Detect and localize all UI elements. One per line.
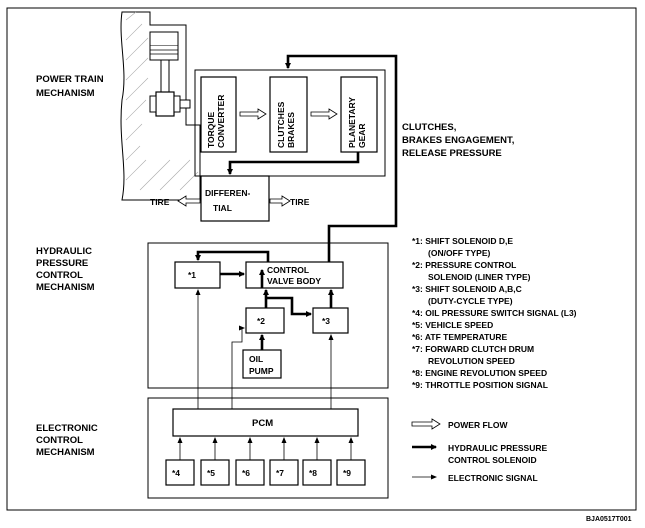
svg-text:OIL PUMP: OIL PUMP bbox=[249, 354, 274, 376]
svg-text:*9: *9 bbox=[343, 468, 351, 478]
engine-illustration bbox=[120, 11, 201, 201]
clutches-brakes-box: CLUTCHES BRAKES bbox=[269, 76, 308, 153]
input-box-9: *9 bbox=[336, 459, 366, 486]
section-label-electronic: ELECTRONIC CONTROL MECHANISM bbox=[36, 423, 100, 458]
svg-text:*6: ATF TEMPERATURE: *6: ATF TEMPERATURE bbox=[412, 332, 508, 342]
svg-text:*5: *5 bbox=[207, 468, 215, 478]
svg-text:DIFFEREN- TIAL: DIFFEREN- TIAL bbox=[205, 188, 253, 213]
control-valve-body-box: CONTROL VALVE BODY bbox=[245, 261, 344, 289]
svg-text:*6: *6 bbox=[242, 468, 250, 478]
input-box-6: *6 bbox=[235, 459, 265, 486]
input-box-5: *5 bbox=[200, 459, 230, 486]
hydraulic-line-cvb-to-clutches bbox=[285, 54, 398, 262]
svg-text:*1: SHIFT SOLENOID D,E(ON/OFF: *1: SHIFT SOLENOID D,E(ON/OFF TYPE) bbox=[412, 236, 513, 258]
power-train-housing bbox=[194, 69, 386, 177]
svg-text:PCM: PCM bbox=[252, 418, 273, 429]
svg-text:*4: OIL PRESSURE SWITCH SIGNAL: *4: OIL PRESSURE SWITCH SIGNAL (L3) bbox=[412, 308, 577, 318]
svg-text:PLANETARY GEAR: PLANETARY GEAR bbox=[347, 95, 367, 148]
svg-text:*2: *2 bbox=[257, 316, 265, 326]
svg-text:*4: *4 bbox=[172, 468, 180, 478]
power-flow-arrow-tc-cb bbox=[239, 108, 267, 120]
svg-text:*8: *8 bbox=[309, 468, 317, 478]
svg-text:CONTROL VALVE BODY: CONTROL VALVE BODY bbox=[267, 265, 321, 286]
electronic-signals bbox=[177, 289, 354, 460]
figure-code: BJA0517T001 bbox=[586, 516, 632, 523]
input-box-4: *4 bbox=[165, 459, 195, 486]
svg-text:CLUTCHES BRAKES: CLUTCHES BRAKES bbox=[276, 99, 296, 148]
hydraulic-line-cvb-to-solenoid-1 bbox=[195, 250, 270, 262]
input-box-7: *7 bbox=[269, 459, 299, 486]
planetary-gear-box: PLANETARY GEAR bbox=[340, 76, 378, 153]
svg-text:*3: SHIFT SOLENOID A,B,C(DUTY-: *3: SHIFT SOLENOID A,B,C(DUTY-CYCLE TYPE… bbox=[412, 284, 522, 306]
oil-pump-box: OIL PUMP bbox=[242, 349, 282, 379]
notes-list: *1: SHIFT SOLENOID D,E(ON/OFF TYPE) *2: … bbox=[412, 236, 577, 390]
svg-text:*5: VEHICLE SPEED: *5: VEHICLE SPEED bbox=[412, 320, 493, 330]
svg-text:POWER FLOW: POWER FLOW bbox=[448, 420, 508, 430]
electronic-frame bbox=[147, 397, 389, 499]
tire-right-label: TIRE bbox=[290, 197, 310, 207]
hydraulic-line-pg-to-differential bbox=[227, 152, 360, 175]
section-label-power-train: POWER TRAIN MECHANISM bbox=[36, 74, 106, 99]
svg-text:*7: *7 bbox=[276, 468, 284, 478]
section-label-hydraulic: HYDRAULIC PRESSURE CONTROL MECHANISM bbox=[36, 246, 95, 293]
solenoid-1-box: *1 bbox=[174, 261, 221, 289]
svg-text:*1: *1 bbox=[188, 270, 196, 280]
svg-text:*8: ENGINE REVOLUTION SPEED: *8: ENGINE REVOLUTION SPEED bbox=[412, 368, 547, 378]
solenoid-2-box: *2 bbox=[245, 307, 285, 334]
differential-box: DIFFEREN- TIAL bbox=[200, 175, 270, 222]
input-boxes: *4 *5 *6 *7 *8 *9 bbox=[165, 459, 366, 486]
svg-text:TORQUE CONVERTER: TORQUE CONVERTER bbox=[206, 95, 226, 148]
hydraulic-frame bbox=[147, 242, 389, 389]
solenoid-3-box: *3 bbox=[312, 307, 349, 334]
power-flow-arrow-tire-right bbox=[269, 195, 291, 207]
pcm-box: PCM bbox=[172, 408, 359, 437]
hydraulic-line-to-solenoid-3 bbox=[266, 296, 312, 317]
power-flow-arrow-tire-left bbox=[177, 195, 201, 207]
tire-left-label: TIRE bbox=[150, 197, 170, 207]
torque-converter-box: TORQUE CONVERTER bbox=[200, 76, 237, 153]
svg-text:ELECTRONIC SIGNAL: ELECTRONIC SIGNAL bbox=[448, 473, 538, 483]
input-box-8: *8 bbox=[302, 459, 332, 486]
outer-border bbox=[6, 7, 637, 511]
power-flow-arrow-cb-pg bbox=[310, 108, 338, 120]
svg-text:*9: THROTTLE POSITION SIGNAL: *9: THROTTLE POSITION SIGNAL bbox=[412, 380, 548, 390]
legend-power-flow-icon bbox=[411, 418, 441, 430]
engagement-label: CLUTCHES, BRAKES ENGAGEMENT, RELEASE PRE… bbox=[402, 122, 517, 159]
svg-text:*3: *3 bbox=[322, 316, 330, 326]
